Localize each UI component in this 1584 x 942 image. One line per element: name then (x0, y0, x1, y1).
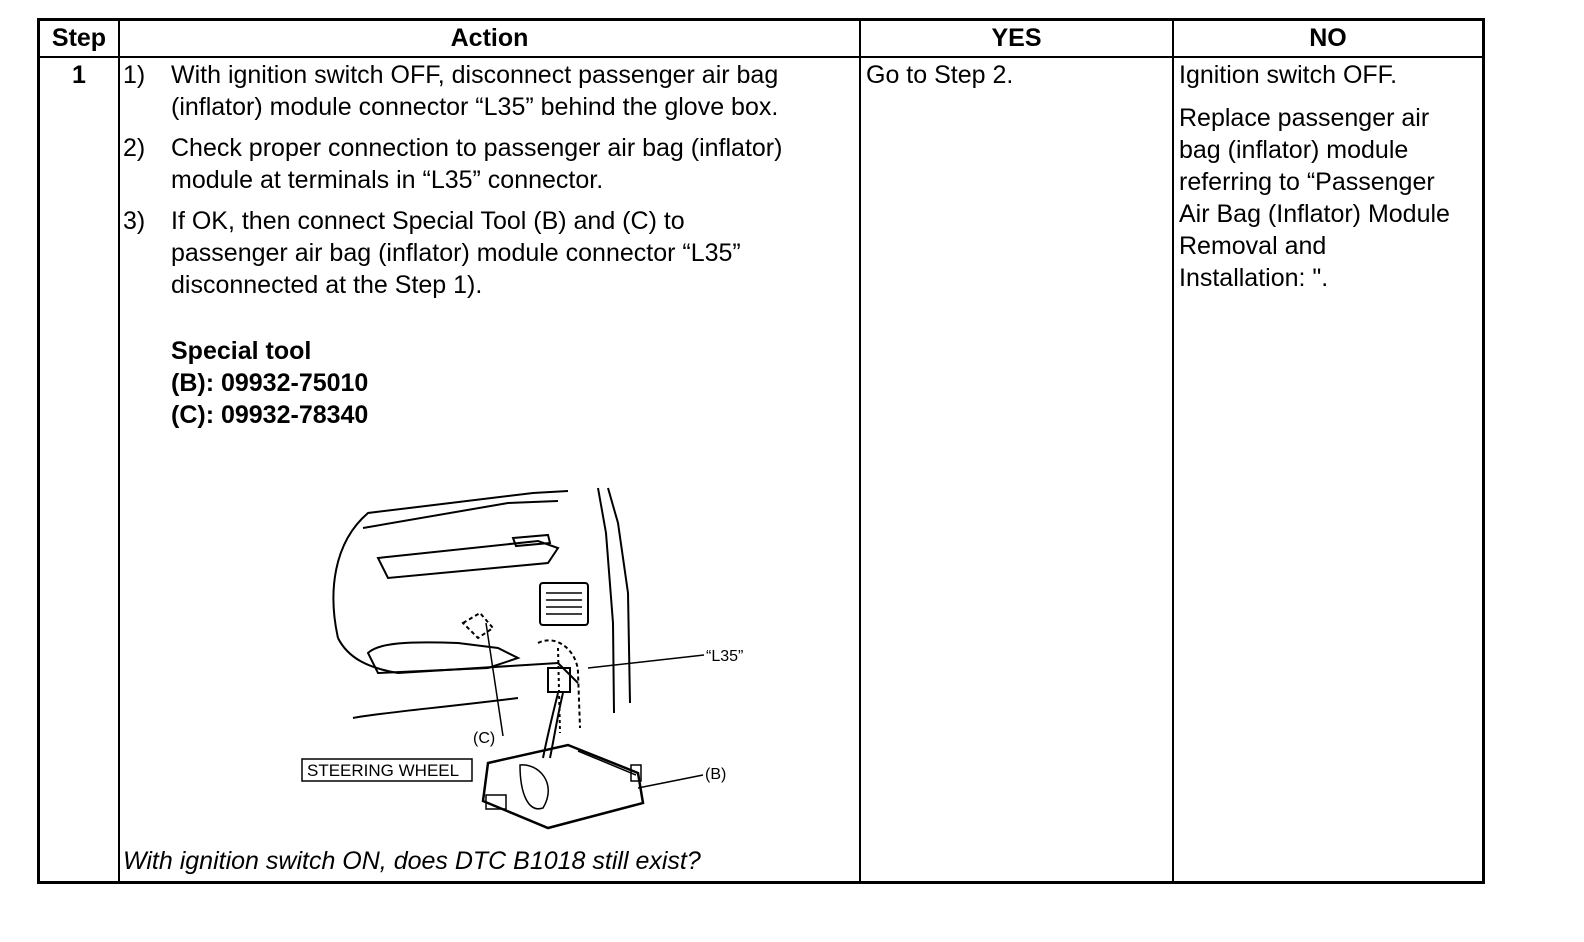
connector-c-dashed (461, 611, 495, 640)
header-yes: YES (991, 24, 1042, 52)
item-text: If OK, then connect Special Tool (B) and… (171, 205, 861, 301)
side-pillar-inner (597, 487, 615, 714)
special-tool-b: (B): 09932-75010 (171, 369, 369, 397)
item-number: 1) (123, 61, 146, 89)
column-divider (859, 21, 861, 881)
vent-slot (511, 533, 552, 548)
column-divider (1172, 21, 1174, 881)
dashboard-upper-line (362, 500, 559, 529)
no-result-line: Replace passenger air (1179, 104, 1430, 132)
item-text: Check proper connection to passenger air… (171, 132, 861, 196)
label-c: (C) (473, 730, 495, 747)
connector-illustration: “L35” (C) (B) STEERING WHEEL (301, 487, 743, 830)
no-result-line: Installation: ". (1179, 264, 1329, 292)
header-step: Step (51, 24, 107, 52)
label-b: (B) (705, 766, 726, 783)
glovebox-lid (376, 539, 560, 580)
yes-result: Go to Step 2. (866, 61, 1014, 89)
leader-c (485, 622, 504, 737)
label-steering-wheel: STEERING WHEEL (307, 761, 459, 780)
no-result-line: bag (inflator) module (1179, 136, 1409, 164)
diagnostic-question: With ignition switch ON, does DTC B1018 … (123, 847, 701, 875)
harness-dashed (537, 639, 581, 729)
diagnostic-table: Step Action YES NO 1 1) With ignition sw… (37, 18, 1485, 884)
no-result-line: referring to “Passenger (1179, 168, 1435, 196)
item-text-line: disconnected at the Step 1). (171, 271, 483, 299)
step-number: 1 (72, 61, 86, 89)
label-l35: “L35” (706, 648, 743, 665)
item-text-line: (inflator) module connector “L35” behind… (171, 93, 779, 121)
lower-edge (352, 697, 519, 719)
special-tool-heading: Special tool (171, 337, 312, 365)
connector-l35 (547, 667, 571, 693)
steering-wheel-box (301, 758, 473, 782)
no-result-body: Replace passenger air bag (inflator) mod… (1179, 102, 1479, 294)
header-divider (40, 56, 1482, 58)
item-number: 2) (123, 134, 146, 162)
item-text: With ignition switch OFF, disconnect pas… (171, 59, 861, 123)
side-pillar (607, 487, 631, 704)
header-action: Action (450, 24, 529, 52)
glovebox-handle (366, 641, 521, 675)
special-tool-c: (C): 09932-78340 (171, 401, 369, 429)
no-result-first: Ignition switch OFF. (1179, 61, 1398, 89)
item-text-line: If OK, then connect Special Tool (B) and… (171, 207, 685, 235)
no-result-line: Air Bag (Inflator) Module (1179, 200, 1450, 228)
side-vent (539, 582, 589, 626)
lower-panel (337, 637, 579, 684)
item-text-line: module at terminals in “L35” connector. (171, 166, 604, 194)
column-divider (118, 21, 120, 881)
leader-b (637, 774, 704, 789)
no-result-line: Removal and (1179, 232, 1327, 260)
leader-l35 (587, 654, 705, 669)
item-number: 3) (123, 207, 146, 235)
header-no: NO (1309, 24, 1347, 52)
item-text-line: With ignition switch OFF, disconnect pas… (171, 61, 779, 89)
special-tool-block: Special tool (B): 09932-75010 (C): 09932… (171, 335, 368, 431)
tool-box (481, 743, 645, 830)
item-text-line: passenger air bag (inflator) module conn… (171, 239, 741, 267)
item-text-line: Check proper connection to passenger air… (171, 134, 783, 162)
dashboard-outline (332, 490, 569, 639)
